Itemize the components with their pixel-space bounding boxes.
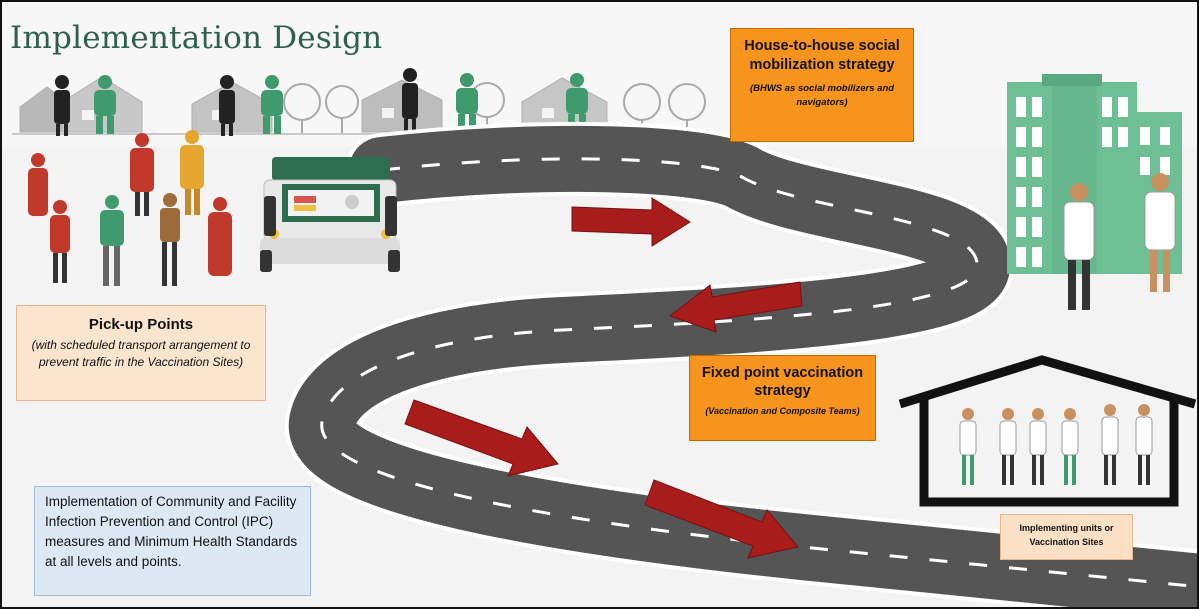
person-icon [28,130,232,286]
health-worker-icon [54,68,588,136]
ipc-note-box: Implementation of Community and Facility… [34,486,311,596]
arrow-icon [404,197,803,559]
hospital-building-icon [1007,74,1182,274]
road [284,121,1197,607]
fixed-point-box: Fixed point vaccination strategy (Vaccin… [689,355,876,441]
page-title: Implementation Design [10,20,383,56]
jeep-icon [260,157,400,272]
pickup-points-box: Pick-up Points (with scheduled transport… [16,305,266,401]
fixed-point-heading: Fixed point vaccination strategy [701,365,864,399]
vaccination-sites-label: Implementing units or Vaccination Sites [1019,523,1114,547]
pickup-points-subtitle: (with scheduled transport arrangement to… [31,338,251,369]
doctor-icon [1063,173,1176,310]
health-worker-icon [959,404,1153,485]
house-to-house-box: House-to-house social mobilization strat… [730,28,914,142]
house-to-house-heading: House-to-house social mobilization strat… [744,38,900,73]
vaccination-site-shelter [898,355,1197,507]
fixed-point-subtitle: (Vaccination and Composite Teams) [705,406,860,416]
vaccination-sites-label-box: Implementing units or Vaccination Sites [1000,514,1133,560]
house-to-house-subtitle: (BHWS as social mobilizers and navigator… [749,83,895,108]
pickup-points-heading: Pick-up Points [88,316,194,333]
ipc-note-text: Implementation of Community and Facility… [45,494,298,569]
